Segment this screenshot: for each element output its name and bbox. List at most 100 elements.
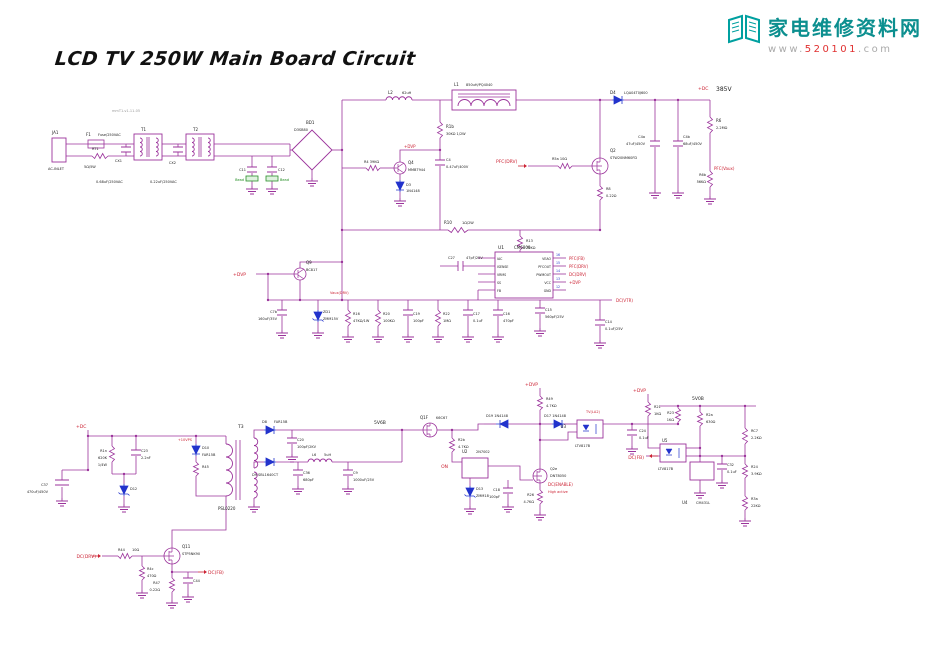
component-label: D4 [610,90,616,95]
component-label: 22KΩ [751,504,761,508]
component-label: R6b [699,173,707,177]
optocoupler-led [665,448,673,455]
junction-dot [720,454,724,458]
junction-dot [698,454,702,458]
logo-url-prefix: www. [768,44,805,55]
component-label: C12 [278,168,285,172]
component-label: 1MΩ [443,319,451,323]
component-label: C4b [683,135,691,139]
component-label: R4c [147,567,154,571]
component-label: 100pF/2KV [297,445,317,449]
component-label: D8 [262,420,267,424]
component-label: U4 [682,500,688,505]
ground-symbol [594,340,606,349]
component-label: DC(DRV) [569,272,587,277]
component-label: 1N4148 [406,189,420,193]
component-label: 5uH [324,453,331,457]
component-label: 0.1uF [639,436,649,440]
optocoupler-symbol [659,443,687,463]
inductor-symbol [139,137,143,157]
junction-dot [538,438,542,442]
component-label: 2N7002 [476,450,490,454]
component-label: C9 [353,471,358,475]
component-label: R2b [458,438,466,442]
resistor-symbol [557,162,573,170]
ground-symbol [342,486,354,495]
component-label: Fuse/250VAC [98,133,121,137]
component-label: Bead [280,178,289,182]
component-label: R5a 10Ω [552,157,567,161]
component-label: 4.7KΩ [546,404,557,408]
resistor-symbol [516,235,524,251]
wire [171,496,227,548]
component-box [133,133,163,161]
component-label: F1 [86,132,91,137]
zener-diode-symbol [464,486,476,498]
component-label: PWMOUT [536,273,551,277]
resistor-symbol [536,489,544,505]
component-label: Q1F [420,415,429,420]
resistor-symbol [674,407,682,423]
component-label: 1/4W [98,463,108,467]
resistor-symbol [434,309,442,327]
junction-dot [86,434,90,438]
component-label: STP5NK90 [182,552,200,556]
component-label: D3SB80 [294,128,308,132]
logo-url: www.520101.com [768,44,922,55]
optocoupler-transistor [583,424,597,434]
resistor-symbol [741,427,749,445]
diode-symbol [612,95,624,105]
component-label: AC-INLET [48,167,65,171]
component-label: R23 [667,411,674,415]
resistor-symbol [741,495,749,511]
component-box [451,89,517,111]
ground-symbol [502,504,514,513]
inductor-symbol [191,137,195,157]
component-label: Bead [235,178,244,182]
junction-dot [450,428,454,432]
junction-dot [266,298,270,302]
ground-symbol [246,186,258,195]
component-label: C19 [413,312,420,316]
component-label: DC(FB) [628,455,644,461]
component-label: 47KΩ/1W [353,319,370,323]
component-label: PFCOUT [538,265,551,269]
zener-diode-symbol [118,484,130,496]
component-label: L1 [454,82,459,87]
logo-url-number: 520101 [804,44,858,55]
component-label: STW20NM60FD [610,156,637,160]
wire [399,149,440,162]
capacitor-symbol [463,309,473,316]
inductor-symbol [253,437,259,469]
junction-dot [598,228,602,232]
zener-diode-symbol [312,310,324,322]
component-label: 560pF/25V [545,315,565,319]
wire [195,476,226,497]
component-label: 0.22uF/250VAC [150,180,177,184]
resistor-symbol [108,445,116,463]
junction-dot [598,98,602,102]
component-label: R20 [383,312,390,316]
component-label: Q11 [182,544,191,549]
component-label: C32 [727,463,734,467]
component-label: DC(DRV) [76,554,96,560]
component-label: VRMS [497,273,506,277]
component-label: 3.9KΩ [751,472,762,476]
resistor-symbol [117,552,133,560]
component-label: 0.47uF/400V [446,165,469,169]
ground-symbol [292,486,304,495]
component-label: BD1 [306,120,315,125]
component-label: mmT1-v1-11-05 [112,109,140,113]
junction-dot [122,472,126,476]
component-label: 470Ω [147,574,157,578]
resistor-symbol [365,164,381,172]
component-label: 470pF [503,319,514,323]
component-label: D3 [406,183,411,187]
ground-symbol [394,198,406,207]
ground-symbol [248,504,260,513]
junction-dot [676,98,680,102]
capacitor-symbol [343,469,353,476]
component-label: +10VPS [178,438,193,442]
component-label: R45 [202,465,209,469]
component-label: C17 [473,312,480,316]
